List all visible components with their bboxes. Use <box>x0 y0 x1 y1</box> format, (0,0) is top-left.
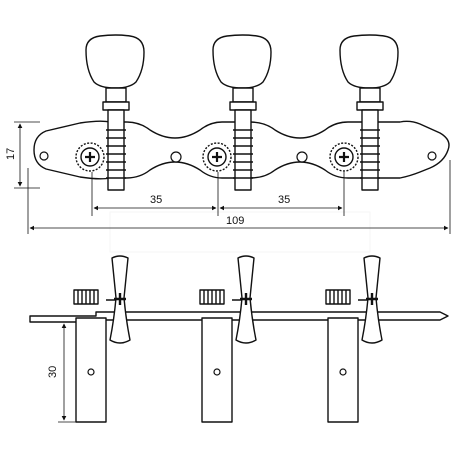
side-view: 30 <box>29 255 449 423</box>
side-tuner-3 <box>325 255 383 423</box>
tuner-unit-2 <box>202 34 272 191</box>
worm-gear <box>106 129 126 179</box>
tuner-button <box>212 34 272 89</box>
top-view: 17 35 35 109 <box>5 34 451 234</box>
side-worm-teeth <box>329 290 347 304</box>
dimension-shaft-length: 30 <box>47 321 76 423</box>
tuner-post <box>359 87 381 103</box>
tuner-button <box>85 34 145 89</box>
gear-wheel <box>202 142 232 172</box>
dim-label-spacing-left: 35 <box>150 194 162 206</box>
worm-gear <box>233 129 253 179</box>
dimension-spacing: 35 35 <box>91 172 345 216</box>
plus-screw-icon <box>240 293 252 305</box>
dim-label-shaft-length: 30 <box>47 366 59 378</box>
plus-screw-icon <box>339 152 349 162</box>
dim-label-plate-height: 17 <box>5 148 17 160</box>
tuner-post-collar <box>102 101 130 111</box>
tuner-button <box>339 34 399 89</box>
gear-wheel <box>75 142 105 172</box>
plus-screw-icon <box>366 293 378 305</box>
tuner-post <box>232 87 254 103</box>
dim-label-total-length: 109 <box>226 215 244 227</box>
side-tuner-1 <box>73 255 131 423</box>
tuner-post <box>105 87 127 103</box>
tuner-post-collar <box>229 101 257 111</box>
tuner-unit-1 <box>75 34 145 191</box>
mount-hole-right <box>427 151 437 161</box>
side-worm-teeth <box>77 290 95 304</box>
side-worm-teeth <box>203 290 221 304</box>
dimension-total-length: 109 <box>27 160 451 234</box>
dimension-plate-height: 17 <box>5 121 40 189</box>
dim-label-spacing-right: 35 <box>278 194 290 206</box>
tuner-post-collar <box>356 101 384 111</box>
plus-screw-icon <box>212 152 222 162</box>
mount-hole-left <box>39 151 49 161</box>
plus-screw-icon <box>114 293 126 305</box>
side-tuner-2 <box>199 255 257 423</box>
plus-screw-icon <box>85 152 95 162</box>
watermark <box>109 211 371 253</box>
mount-hole-3 <box>296 151 308 163</box>
worm-gear <box>360 129 380 179</box>
mount-hole-2 <box>170 151 182 163</box>
tuner-unit-3 <box>329 34 399 191</box>
gear-wheel <box>329 142 359 172</box>
